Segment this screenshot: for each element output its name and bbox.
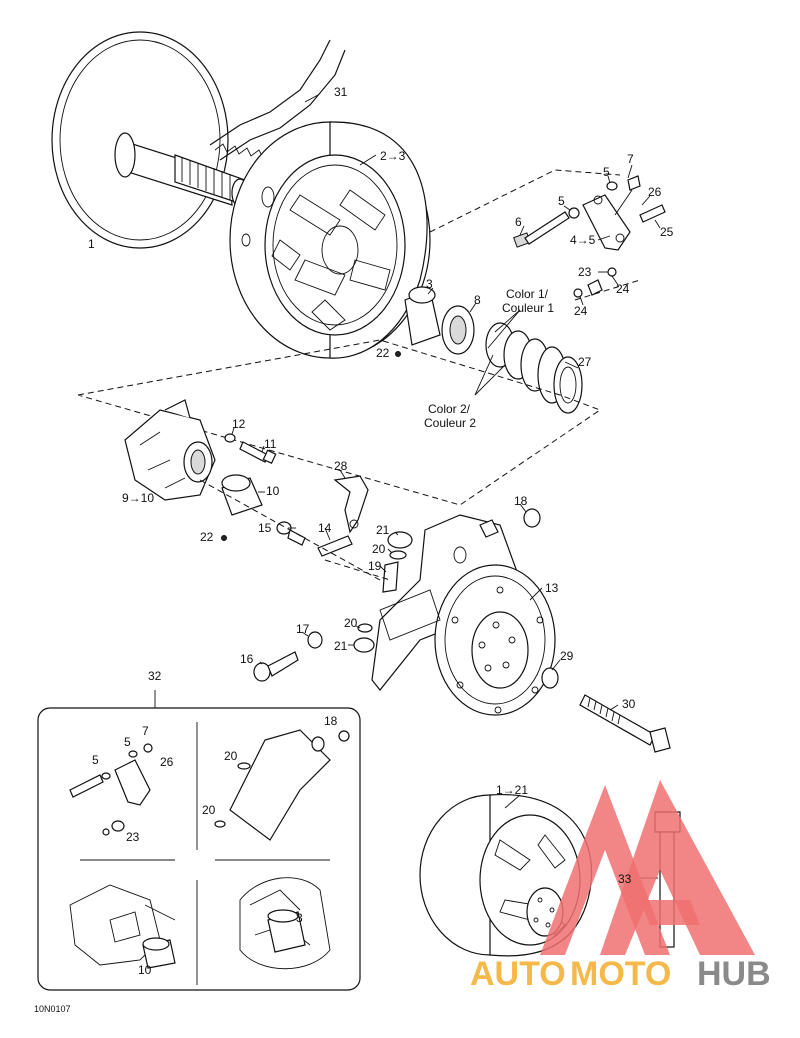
lever-28 — [333, 475, 369, 534]
kit-callout-20b: 20 — [202, 803, 216, 817]
callout-22a: 22 — [376, 346, 390, 360]
callout-21b: 21 — [334, 639, 348, 653]
svg-text:AUTO: AUTO — [470, 955, 566, 993]
callout-20b: 20 — [344, 616, 358, 630]
color2-line1: Color 2/ — [428, 402, 471, 416]
callout-18: 18 — [514, 494, 528, 508]
pin-14 — [317, 535, 353, 557]
watermark-text: AUTO MOTO HUB — [470, 955, 771, 993]
callout-21a: 21 — [376, 523, 390, 537]
pulley-body-13 — [371, 514, 556, 716]
kit-callout-3: 3 — [296, 911, 303, 925]
washer-8 — [441, 305, 475, 355]
callout-labels: 1 31 2→3 7 5 26 5 6 4→5 25 23 24 24 3 8 … — [34, 85, 674, 1014]
callout-15: 15 — [258, 521, 272, 535]
bushing-10 — [221, 474, 263, 516]
bolt-30 — [579, 694, 671, 753]
callout-6: 6 — [515, 215, 522, 229]
kit-callout-18: 18 — [324, 714, 338, 728]
callout-29: 29 — [560, 649, 574, 663]
callout-30: 30 — [622, 697, 636, 711]
callout-5b: 5 — [558, 194, 565, 208]
callout-25: 25 — [660, 225, 674, 239]
callout-9-10: 9→10 — [122, 491, 154, 505]
arm-assembly — [513, 175, 666, 298]
svg-text:HUB: HUB — [697, 955, 771, 993]
kit-callout-5b: 5 — [92, 753, 99, 767]
callout-1: 1 — [88, 237, 95, 251]
callout-7: 7 — [627, 152, 634, 166]
spring-19 — [382, 561, 399, 593]
callout-2-3: 2→3 — [380, 149, 406, 163]
callout-16: 16 — [240, 652, 254, 666]
callout-1-21: 1→21 — [496, 783, 528, 797]
callout-23: 23 — [578, 265, 592, 279]
figure-id: 10N0107 — [34, 1004, 71, 1014]
sliding-sheave — [229, 121, 431, 359]
callout-33: 33 — [618, 872, 632, 886]
callout-31: 31 — [334, 85, 348, 99]
screw-11 — [224, 433, 277, 465]
callout-24b: 24 — [574, 304, 588, 318]
callout-28: 28 — [334, 459, 348, 473]
callout-11: 11 — [264, 437, 277, 451]
roller-21b — [353, 637, 375, 653]
kit-callout-10: 10 — [138, 963, 152, 977]
washer-29 — [541, 667, 559, 689]
washer-18 — [523, 508, 541, 528]
callout-4-5: 4→5 — [570, 233, 596, 247]
svg-text:MOTO: MOTO — [570, 955, 671, 993]
roller-21a — [387, 531, 413, 549]
callout-32: 32 — [148, 669, 162, 683]
watermark-logo — [540, 780, 755, 955]
kit-callout-5a: 5 — [124, 735, 131, 749]
color1-line2: Couleur 1 — [502, 301, 554, 315]
callout-5a: 5 — [603, 165, 610, 179]
kit-box-32 — [37, 690, 361, 991]
callout-13: 13 — [545, 581, 559, 595]
grease-dot-22a — [395, 351, 401, 357]
callout-10: 10 — [266, 484, 280, 498]
bushing-3 — [404, 286, 441, 346]
callout-19: 19 — [368, 559, 382, 573]
callout-8: 8 — [474, 293, 481, 307]
bolt-16 — [253, 651, 299, 682]
kit-callout-26: 26 — [160, 755, 174, 769]
grease-dot-22b — [221, 535, 227, 541]
color1-line1: Color 1/ — [506, 287, 549, 301]
callout-17: 17 — [296, 622, 310, 636]
leader-lines — [231, 94, 661, 809]
kit-callout-20a: 20 — [224, 749, 238, 763]
callout-12: 12 — [232, 417, 246, 431]
callout-20a: 20 — [372, 542, 386, 556]
callout-22b: 22 — [200, 530, 214, 544]
callout-3: 3 — [426, 277, 433, 291]
callout-27: 27 — [578, 355, 592, 369]
callout-26: 26 — [648, 185, 662, 199]
cam-spider — [124, 399, 216, 501]
callout-14: 14 — [318, 521, 332, 535]
washer-20a — [389, 550, 407, 560]
kit-callout-23: 23 — [126, 830, 140, 844]
spring-27 — [485, 322, 583, 414]
callout-24a: 24 — [616, 282, 630, 296]
kit-callout-7: 7 — [142, 724, 149, 738]
fixed-sheave — [51, 31, 249, 249]
washer-20b — [357, 623, 373, 633]
color2-line2: Couleur 2 — [424, 416, 476, 430]
washer-17 — [307, 631, 323, 649]
